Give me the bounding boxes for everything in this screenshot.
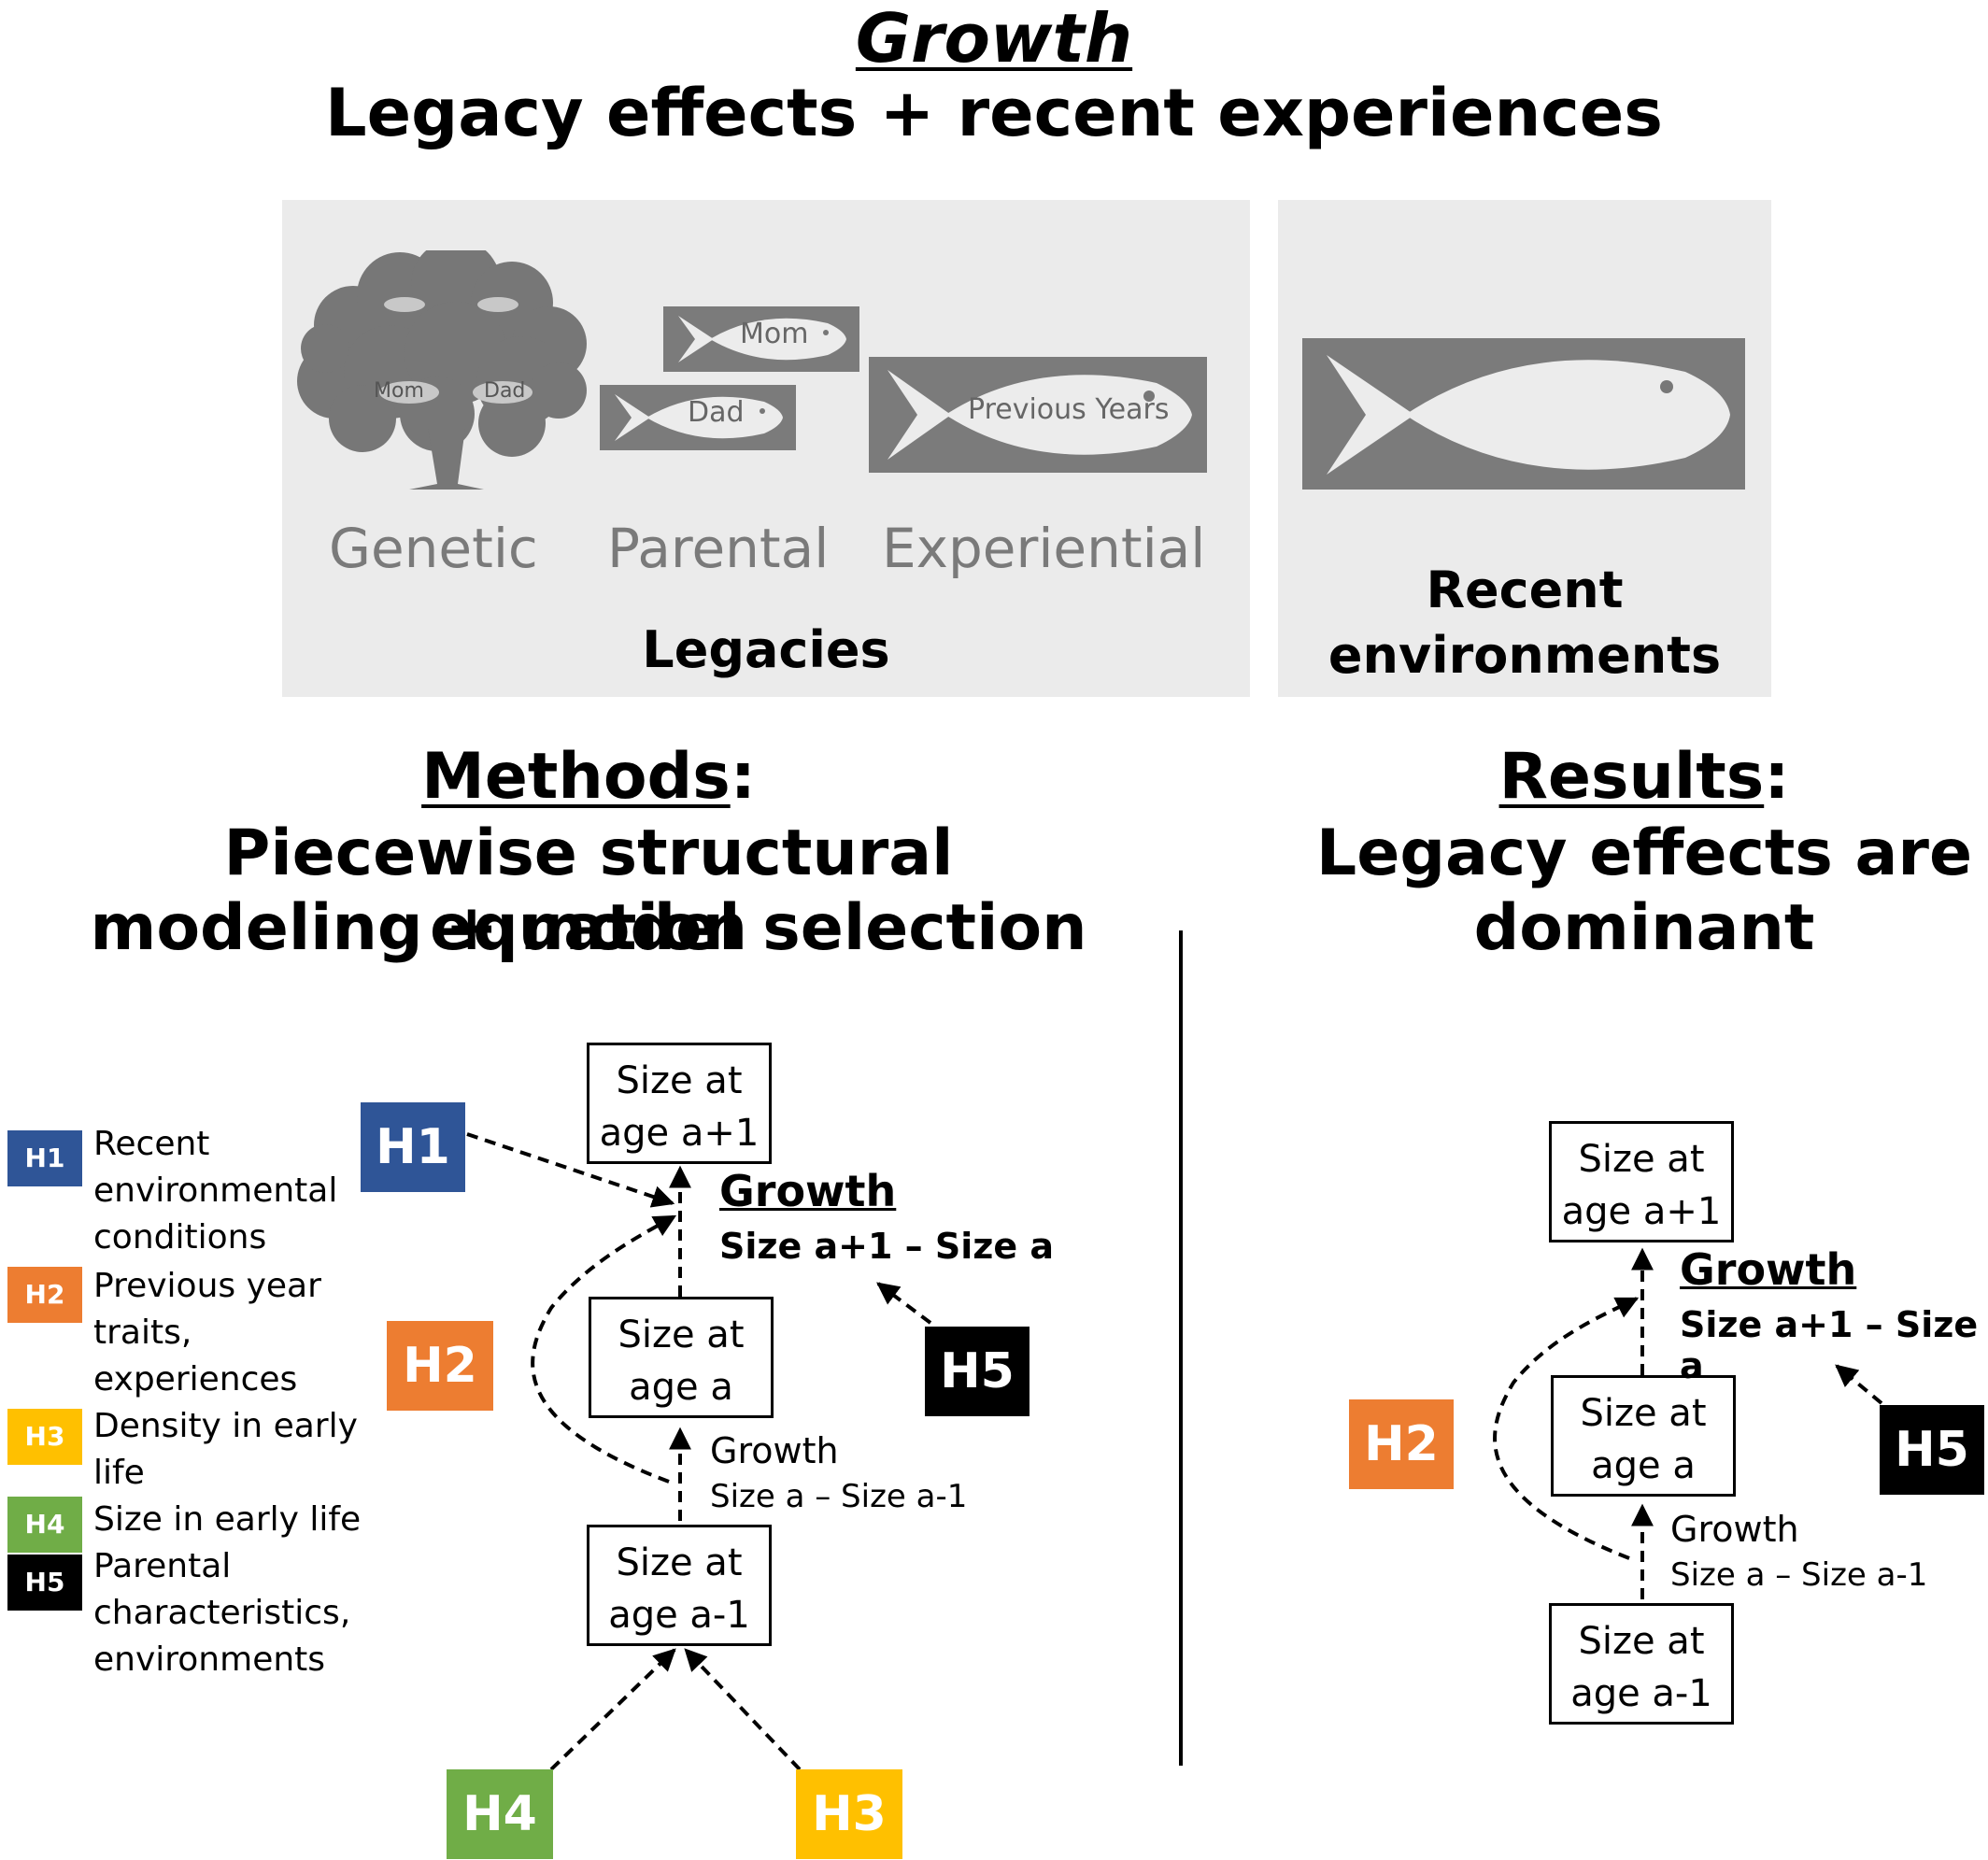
- tree-dad-label: Dad: [484, 379, 526, 403]
- methods-h3-badge: H3: [796, 1769, 902, 1859]
- methods-heading-colon: :: [730, 740, 756, 814]
- legacies-caption: Legacies: [642, 620, 890, 679]
- methods-growth2-formula: Size a – Size a-1: [710, 1478, 968, 1515]
- methods-heading-word: Methods: [421, 740, 731, 814]
- methods-box-size-a-plus-1: Size at age a+1: [587, 1043, 772, 1164]
- results-heading-word: Results: [1498, 740, 1765, 814]
- recent-fish-icon: [1327, 355, 1730, 475]
- methods-box-mid-line2: age a: [629, 1366, 733, 1409]
- dad-fish-label: Dad: [688, 396, 745, 429]
- methods-box-size-a: Size at age a: [589, 1297, 774, 1418]
- legend-h5-badge: H5: [7, 1555, 82, 1611]
- results-line2: dominant: [1473, 891, 1815, 965]
- methods-box-size-a-minus-1: Size at age a-1: [587, 1525, 772, 1646]
- results-heading-colon: :: [1764, 740, 1790, 814]
- results-line1: Legacy effects are: [1315, 816, 1973, 890]
- methods-line2: modeling + model selection: [90, 891, 1087, 965]
- results-box-mid-line2: age a: [1591, 1444, 1696, 1487]
- legend-h1-badge: H1: [7, 1130, 82, 1186]
- methods-h4-badge: H4: [447, 1769, 553, 1859]
- methods-h5-badge: H5: [925, 1327, 1030, 1416]
- methods-heading: Methods:: [75, 740, 1102, 815]
- recent-caption-line2: environments: [1328, 626, 1722, 685]
- previous-years-fish-icon: [888, 370, 1192, 460]
- methods-line1: Piecewise structural equation: [223, 816, 954, 965]
- results-growth2-formula: Size a – Size a-1: [1670, 1556, 1928, 1594]
- previous-years-fish-label: Previous Years: [968, 393, 1170, 426]
- results-growth-title: Growth: [1680, 1244, 1857, 1295]
- results-box-size-a-minus-1: Size at age a-1: [1549, 1603, 1734, 1725]
- label-experiential: Experiential: [882, 517, 1206, 580]
- methods-h2-badge: H2: [387, 1321, 493, 1411]
- results-box-mid-line1: Size at: [1580, 1392, 1707, 1435]
- methods-growth-title: Growth: [719, 1166, 897, 1216]
- results-heading: Results:: [1289, 740, 1988, 815]
- legend-h4-text: Size in early life: [93, 1500, 362, 1539]
- tree-icon: [297, 250, 587, 490]
- results-box-top-line1: Size at: [1578, 1138, 1705, 1181]
- tree-mom-label: Mom: [374, 379, 424, 403]
- results-box-top-line2: age a+1: [1561, 1190, 1722, 1233]
- results-box-bot-line1: Size at: [1578, 1620, 1705, 1663]
- legend-h1-text: Recent environmental conditions: [93, 1125, 338, 1257]
- label-genetic: Genetic: [329, 517, 538, 580]
- legend-h3-text: Density in early life: [93, 1407, 358, 1492]
- dad-fish-icon: [615, 394, 783, 441]
- results-box-size-a: Size at age a: [1551, 1375, 1736, 1497]
- legend-h4-badge: H4: [7, 1497, 82, 1553]
- section-divider: [1179, 930, 1183, 1766]
- methods-box-mid-line1: Size at: [618, 1313, 745, 1356]
- methods-growth-formula: Size a+1 – Size a: [719, 1226, 1055, 1267]
- legend-h3-badge: H3: [7, 1409, 82, 1465]
- methods-growth2-title: Growth: [710, 1430, 839, 1471]
- methods-box-top-line2: age a+1: [599, 1112, 760, 1155]
- results-box-bot-line2: age a-1: [1570, 1672, 1712, 1715]
- mom-fish-label: Mom: [740, 318, 809, 350]
- results-h2-badge: H2: [1349, 1399, 1454, 1489]
- results-growth-formula: Size a+1 – Size a: [1680, 1304, 1979, 1386]
- results-box-size-a-plus-1: Size at age a+1: [1549, 1121, 1734, 1242]
- methods-h1-badge: H1: [361, 1102, 465, 1192]
- methods-box-bot-line1: Size at: [616, 1541, 743, 1584]
- legend-h2-text: Previous year traits, experiences: [93, 1267, 321, 1399]
- methods-box-top-line1: Size at: [616, 1059, 743, 1102]
- results-growth2-title: Growth: [1670, 1509, 1799, 1550]
- recent-caption-line1: Recent: [1426, 561, 1624, 619]
- legend-h5-text: Parental characteristics, environments: [93, 1547, 351, 1679]
- main-title: Growth: [855, 0, 1133, 78]
- legend-h2-badge: H2: [7, 1267, 82, 1323]
- main-subtitle: Legacy effects + recent experiences: [325, 75, 1663, 151]
- results-h5-badge: H5: [1880, 1405, 1984, 1495]
- label-parental: Parental: [607, 517, 830, 580]
- mom-fish-icon: [678, 316, 846, 362]
- methods-box-bot-line2: age a-1: [608, 1594, 750, 1637]
